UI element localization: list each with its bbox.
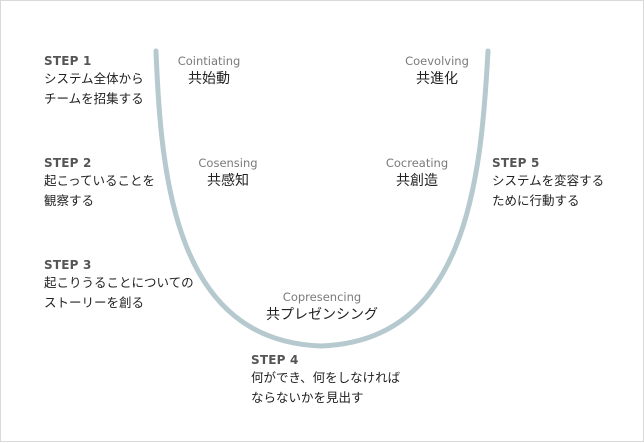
step-1-line-2: チームを招集する — [44, 91, 144, 106]
step-5: STEP 5 システムを変容する ために行動する — [492, 155, 604, 211]
stage-cointiating: Cointiating 共始動 — [167, 53, 251, 89]
stage-cosensing-jp: 共感知 — [207, 173, 249, 189]
step-1: STEP 1 システム全体から チームを招集する — [44, 53, 144, 109]
step-4-line-2: ならないかを見出す — [251, 390, 364, 405]
step-3: STEP 3 起こりうることについての ストーリーを創る — [44, 257, 194, 313]
stage-cocreating: Cocreating 共創造 — [375, 155, 459, 191]
stage-coevolving: Coevolving 共進化 — [395, 53, 479, 89]
stage-cocreating-en: Cocreating — [385, 156, 449, 170]
step-4: STEP 4 何ができ、何をしなければ ならないかを見出す — [251, 352, 400, 408]
stage-copresencing: Copresencing 共プレゼンシング — [252, 289, 392, 325]
stage-coevolving-jp: 共進化 — [416, 71, 458, 87]
step-3-line-1: 起こりうることについての — [44, 275, 194, 290]
step-1-label: STEP 1 — [44, 54, 92, 68]
stage-coevolving-en: Coevolving — [405, 54, 469, 68]
step-4-line-1: 何ができ、何をしなければ — [251, 370, 401, 385]
step-5-line-2: ために行動する — [492, 193, 580, 208]
step-2-line-1: 起こっていることを — [44, 173, 156, 188]
stage-copresencing-en: Copresencing — [282, 290, 362, 304]
u-curve-path — [153, 48, 491, 349]
step-3-label: STEP 3 — [44, 258, 92, 272]
stage-cointiating-en: Cointiating — [177, 54, 241, 68]
step-3-line-2: ストーリーを創る — [44, 295, 145, 310]
stage-cosensing: Cosensing 共感知 — [186, 155, 270, 191]
step-5-label: STEP 5 — [492, 156, 540, 170]
step-2-label: STEP 2 — [44, 156, 92, 170]
step-5-line-1: システムを変容する — [492, 173, 605, 188]
step-2: STEP 2 起こっていることを 観察する — [44, 155, 155, 211]
stage-cosensing-en: Cosensing — [198, 156, 258, 170]
stage-cointiating-jp: 共始動 — [188, 71, 230, 87]
step-4-label: STEP 4 — [251, 353, 299, 367]
stage-copresencing-jp: 共プレゼンシング — [266, 307, 378, 323]
step-1-line-1: システム全体から — [44, 71, 144, 86]
step-2-line-2: 観察する — [44, 193, 95, 208]
stage-cocreating-jp: 共創造 — [396, 173, 438, 189]
